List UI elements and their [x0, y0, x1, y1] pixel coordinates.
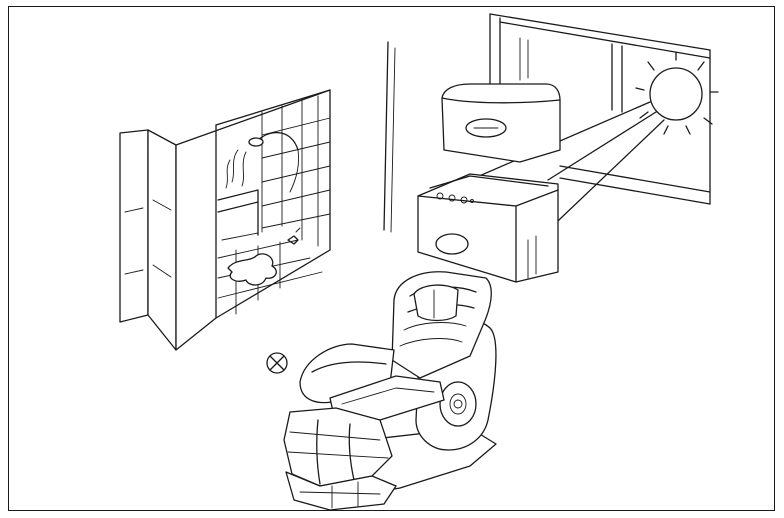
space-heater: [418, 84, 560, 282]
bathroom-scene: [120, 90, 330, 350]
circle-x-icon: [267, 353, 287, 373]
sun-icon: [636, 52, 718, 134]
bathroom-door: [120, 130, 176, 350]
massage-chair: [284, 272, 496, 510]
